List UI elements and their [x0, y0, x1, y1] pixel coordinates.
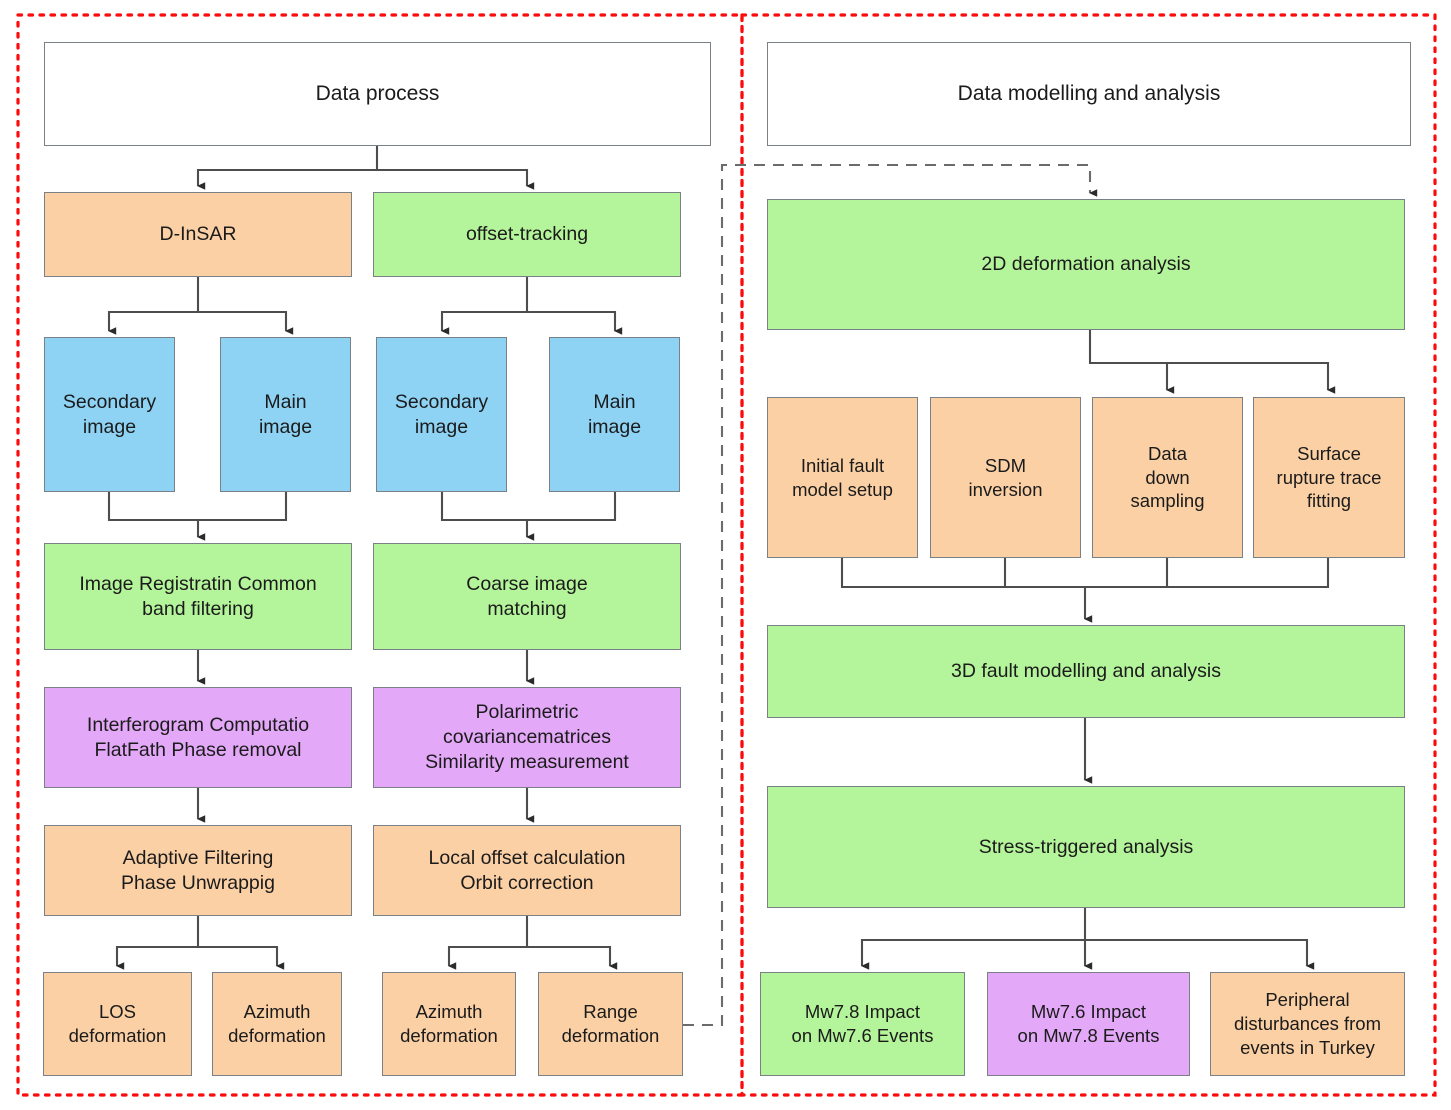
- node-peripheral-disturbances[interactable]: Peripheral disturbances from events in T…: [1210, 972, 1405, 1076]
- node-local-offset-calculation[interactable]: Local offset calculation Orbit correctio…: [373, 825, 681, 916]
- node-coarse-image-matching[interactable]: Coarse image matching: [373, 543, 681, 650]
- node-3d-fault-modelling[interactable]: 3D fault modelling and analysis: [767, 625, 1405, 718]
- node-azimuth-deformation-insar[interactable]: Azimuth deformation: [212, 972, 342, 1076]
- node-offset-tracking[interactable]: offset-tracking: [373, 192, 681, 277]
- cross-panel-dashed-connector: [683, 163, 1098, 1027]
- node-image-registration[interactable]: Image Registratin Common band filtering: [44, 543, 352, 650]
- node-azimuth-deformation-offset[interactable]: Azimuth deformation: [382, 972, 516, 1076]
- node-interferogram-computation[interactable]: Interferogram Computatio FlatFath Phase …: [44, 687, 352, 788]
- node-offset-main-image[interactable]: Main image: [549, 337, 680, 492]
- node-surface-rupture-trace-fitting[interactable]: Surface rupture trace fitting: [1253, 397, 1405, 558]
- right-panel-border: [740, 13, 1437, 1097]
- node-polarimetric-covariance[interactable]: Polarimetric covariancematrices Similari…: [373, 687, 681, 788]
- node-adaptive-filtering[interactable]: Adaptive Filtering Phase Unwrappig: [44, 825, 352, 916]
- node-insar-main-image[interactable]: Main image: [220, 337, 351, 492]
- node-d-insar[interactable]: D-InSAR: [44, 192, 352, 277]
- node-impact-mw76-on-mw78[interactable]: Mw7.6 Impact on Mw7.8 Events: [987, 972, 1190, 1076]
- node-2d-deformation-analysis[interactable]: 2D deformation analysis: [767, 199, 1405, 330]
- node-impact-mw78-on-mw76[interactable]: Mw7.8 Impact on Mw7.6 Events: [760, 972, 965, 1076]
- node-range-deformation[interactable]: Range deformation: [538, 972, 683, 1076]
- node-offset-secondary-image[interactable]: Secondary image: [376, 337, 507, 492]
- node-insar-secondary-image[interactable]: Secondary image: [44, 337, 175, 492]
- node-sdm-inversion[interactable]: SDM inversion: [930, 397, 1081, 558]
- node-initial-fault-model-setup[interactable]: Initial fault model setup: [767, 397, 918, 558]
- node-los-deformation[interactable]: LOS deformation: [43, 972, 192, 1076]
- node-data-down-sampling[interactable]: Data down sampling: [1092, 397, 1243, 558]
- left-panel-header: Data process: [44, 42, 711, 146]
- node-stress-triggered-analysis[interactable]: Stress-triggered analysis: [767, 786, 1405, 908]
- right-panel-header: Data modelling and analysis: [767, 42, 1411, 146]
